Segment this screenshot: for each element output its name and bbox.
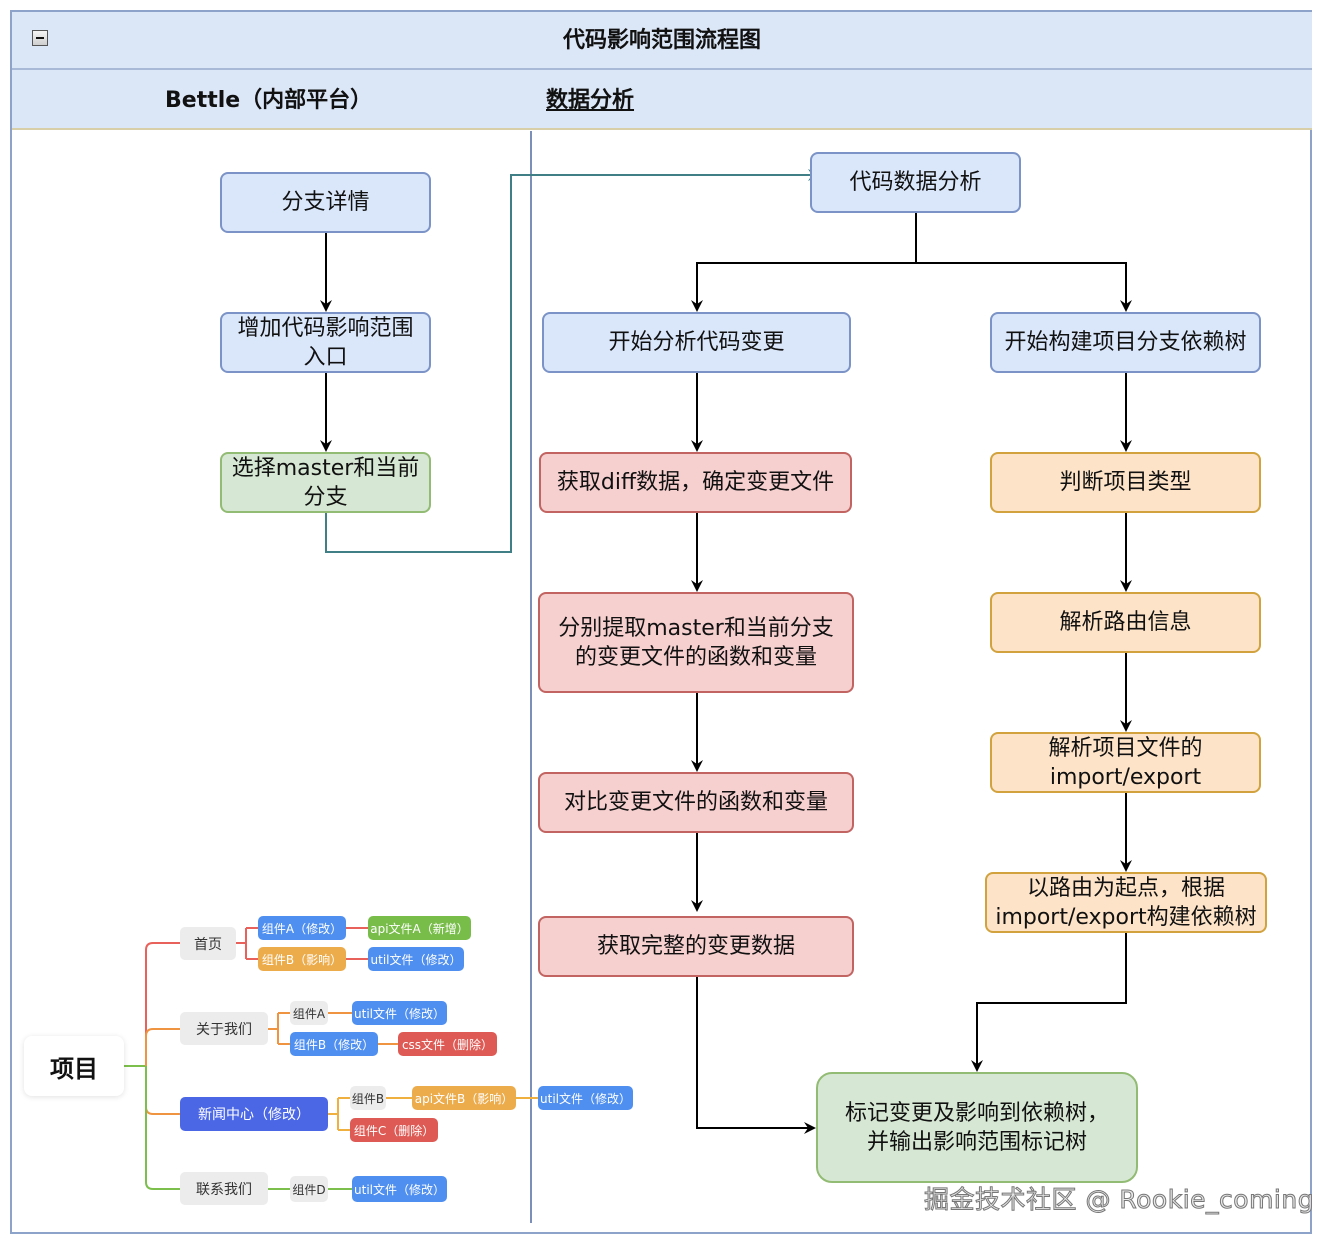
node-label-line2: import/export [1049, 764, 1202, 790]
node-label-line2: 并输出影响范围标记树 [866, 1129, 1087, 1155]
edge-select-to-analysis [325, 169, 820, 553]
lane-divider [530, 131, 532, 1223]
mindmap-page-about: 关于我们 [180, 1012, 268, 1045]
node-label-line2: import/export构建依赖树 [995, 904, 1257, 930]
node-judge-type[interactable]: 判断项目类型 [990, 452, 1261, 513]
node-add-entry[interactable]: 增加代码影响范围 入口 [220, 312, 431, 373]
mindmap-component: 组件D [290, 1176, 328, 1202]
edge-analysis-to-tree [916, 262, 1132, 312]
node-label: 开始分析代码变更 [608, 330, 785, 355]
node-build-tree[interactable]: 以路由为起点，根据 import/export构建依赖树 [985, 872, 1267, 933]
node-select-branch[interactable]: 选择master和当前 分支 [220, 452, 431, 513]
node-code-analysis[interactable]: 代码数据分析 [810, 152, 1021, 213]
node-label: 解析路由信息 [1059, 610, 1192, 635]
edge-build-to-mark [971, 933, 1127, 1072]
mindmap-file: api文件A（新增） [368, 916, 471, 940]
watermark: 掘金技术社区 @ Rookie_coming [923, 1185, 1315, 1215]
node-mark-output[interactable]: 标记变更及影响到依赖树， 并输出影响范围标记树 [816, 1072, 1138, 1183]
mindmap-file: api文件B（影响） [412, 1086, 516, 1110]
node-parse-routes[interactable]: 解析路由信息 [990, 592, 1261, 653]
mm-link-news [145, 1066, 180, 1115]
mindmap-file: util文件（修改） [352, 1001, 447, 1025]
node-label-line2: 入口 [303, 344, 348, 370]
node-label: 代码数据分析 [849, 170, 982, 195]
mindmap-file: util文件（修改） [368, 947, 464, 971]
mindmap-component: 组件B（影响） [258, 947, 346, 971]
node-branch-detail[interactable]: 分支详情 [220, 172, 431, 233]
node-label: 判断项目类型 [1059, 470, 1192, 495]
node-start-build-tree[interactable]: 开始构建项目分支依赖树 [990, 312, 1261, 373]
mindmap-component: 组件A [290, 1001, 328, 1025]
node-label: 获取diff数据，确定变更文件 [556, 470, 835, 495]
mindmap-page-contact: 联系我们 [180, 1172, 268, 1205]
node-label: 分支详情 [281, 190, 370, 215]
minus-square-icon[interactable] [32, 30, 48, 46]
node-label-line1: 解析项目文件的 [1048, 735, 1203, 761]
node-label-line1: 标记变更及影响到依赖树， [844, 1100, 1109, 1126]
node-compare-funcs[interactable]: 对比变更文件的函数和变量 [538, 772, 854, 833]
mindmap-component: 组件B（修改） [290, 1032, 378, 1056]
mm-link-about [145, 1028, 180, 1066]
node-parse-imports[interactable]: 解析项目文件的 import/export [990, 732, 1261, 793]
node-label-line1: 以路由为起点，根据 [1026, 875, 1225, 901]
node-label-line1: 选择master和当前 [231, 455, 420, 481]
node-label: 获取完整的变更数据 [596, 934, 795, 959]
mindmap-component: 组件C（删除） [350, 1118, 438, 1142]
mindmap-page-home: 首页 [180, 927, 236, 960]
edge-full-to-mark [696, 977, 816, 1134]
mindmap-root: 项目 [24, 1036, 124, 1096]
lane-label-bettle: Bettle（内部平台） [165, 88, 373, 113]
title-bar [12, 12, 1312, 70]
node-label-line2: 的变更文件的函数和变量 [574, 644, 817, 670]
node-label-line1: 分别提取master和当前分支 [558, 615, 834, 641]
mm-link-contact [145, 1066, 180, 1190]
mindmap-component: 组件B [350, 1086, 386, 1110]
mindmap-file: css文件（删除） [398, 1032, 497, 1056]
node-get-diff[interactable]: 获取diff数据，确定变更文件 [539, 452, 852, 513]
lane-label-data-analysis[interactable]: 数据分析 [546, 88, 635, 113]
node-label: 对比变更文件的函数和变量 [563, 790, 828, 815]
node-label-line1: 增加代码影响范围 [237, 315, 414, 341]
node-start-change-analysis[interactable]: 开始分析代码变更 [542, 312, 851, 373]
node-label: 开始构建项目分支依赖树 [1004, 330, 1247, 355]
mindmap-file: util文件（修改） [538, 1086, 633, 1110]
node-full-change-data[interactable]: 获取完整的变更数据 [538, 916, 854, 977]
mindmap-file: util文件（修改） [352, 1176, 447, 1202]
node-label-line2: 分支 [303, 484, 348, 510]
mindmap-component: 组件A（修改） [258, 916, 346, 940]
mindmap-page-news: 新闻中心（修改） [180, 1097, 328, 1131]
lane-header-bar [12, 70, 1312, 130]
edge-analysis-to-change [691, 213, 917, 312]
node-extract-funcs[interactable]: 分别提取master和当前分支 的变更文件的函数和变量 [538, 592, 854, 693]
diagram-title: 代码影响范围流程图 [562, 28, 761, 53]
mm-link-home [145, 942, 180, 1066]
